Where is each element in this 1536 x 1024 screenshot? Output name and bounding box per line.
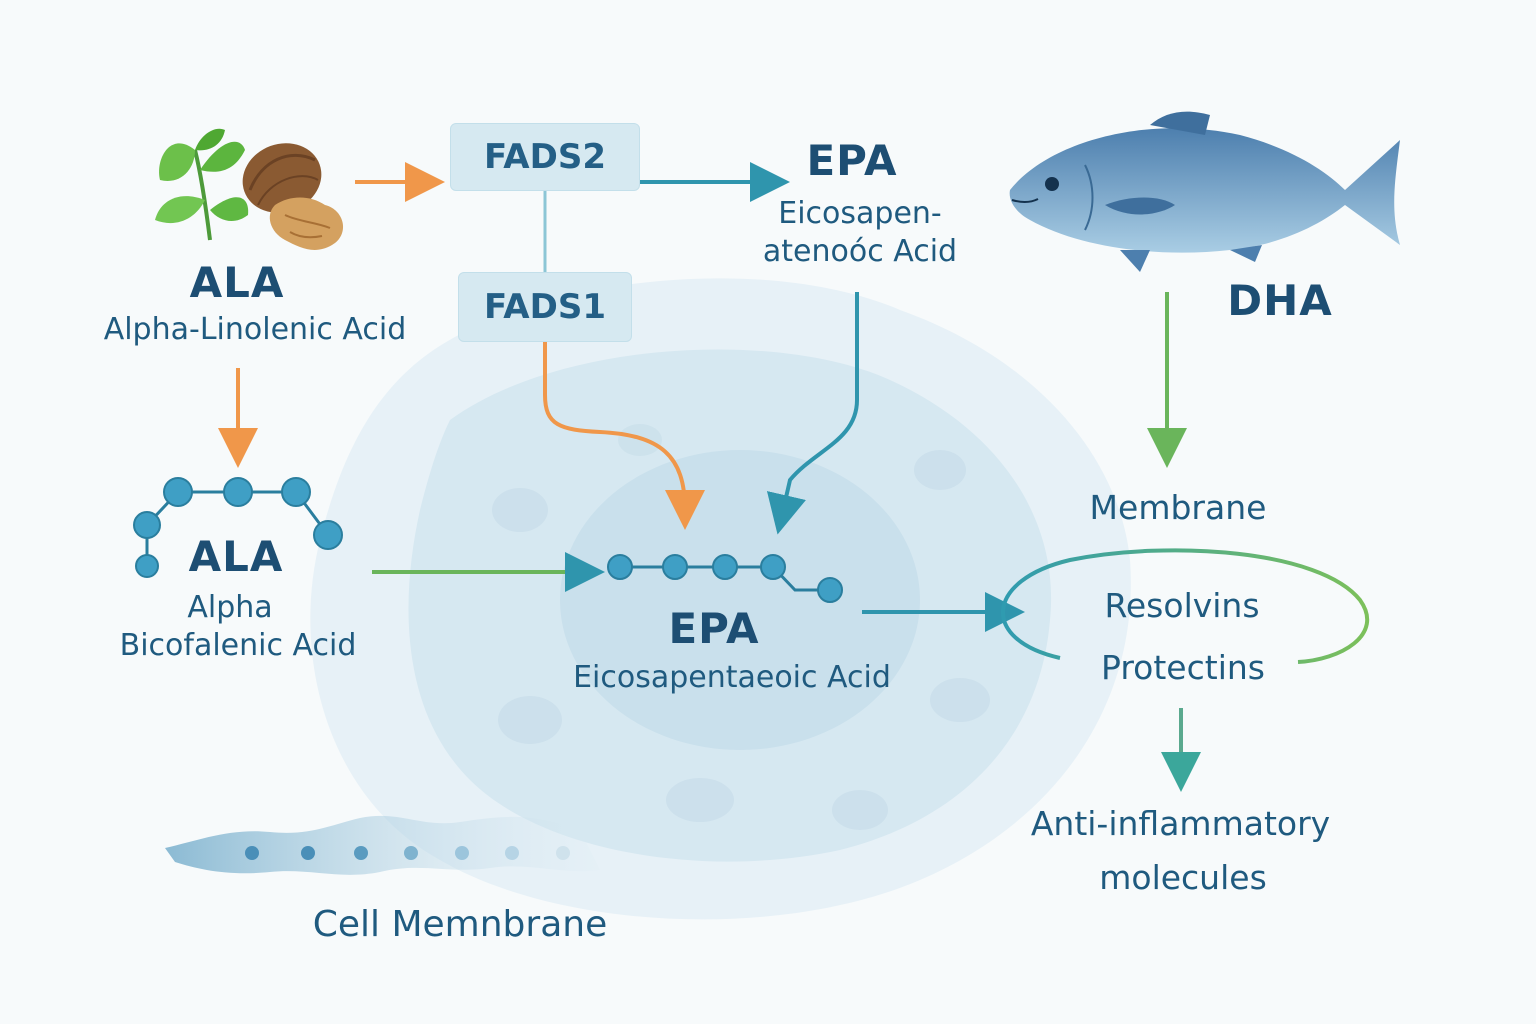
arrow-fads1-to-center-epa (543, 342, 705, 530)
cell-membrane-label: Cell Memnbrane (312, 904, 608, 945)
epa-top-abbr: EPA (806, 136, 898, 185)
cell-icon (310, 278, 1131, 920)
epa-top-name-line2: atenoóc Acid (762, 234, 958, 269)
leaves-icon (155, 128, 249, 241)
fads1-label: FADS1 (483, 287, 606, 327)
outcome-line2: molecules (1099, 858, 1267, 897)
epa-center-abbr: EPA (668, 604, 760, 653)
membrane-label: Membrane (1089, 488, 1267, 527)
walnut-icon (242, 143, 344, 250)
membrane-wave-icon (165, 815, 600, 875)
fish-icon (1009, 111, 1400, 272)
fads1-box: FADS1 (458, 272, 632, 342)
ala-top-abbr: ALA (189, 258, 285, 307)
outcome-line1: Anti-inflammatory (1030, 804, 1331, 843)
loop-mediators (1001, 548, 1370, 664)
ala-chain-abbr: ALA (188, 532, 284, 581)
epa-molecule-chain-icon (607, 554, 843, 603)
fads2-label: FADS2 (483, 137, 606, 177)
arrow-epa-top-to-center-epa (766, 292, 859, 535)
molecule-chain-icon (133, 477, 343, 578)
epa-top-name-line1: Eicosapen- (778, 196, 942, 231)
mediator-resolvins: Resolvins (1104, 586, 1260, 625)
ala-top-name: Alpha-Linolenic Acid (103, 312, 407, 347)
epa-center-name: Eicosapentaeoic Acid (573, 660, 891, 695)
dha-abbr: DHA (1227, 276, 1333, 325)
arrows (218, 162, 1370, 792)
fads2-box: FADS2 (450, 123, 640, 191)
ala-chain-name-line1: Alpha (187, 590, 273, 625)
mediator-protectins: Protectins (1101, 648, 1265, 687)
ala-chain-name-line2: Bicofalenic Acid (119, 628, 357, 663)
